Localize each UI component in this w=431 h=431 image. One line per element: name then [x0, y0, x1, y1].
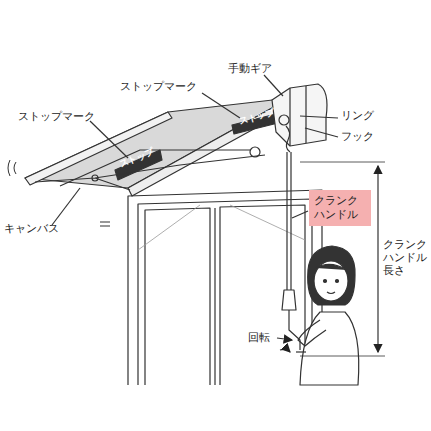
part-label: ストップマーク [18, 110, 95, 123]
rotation-label: 回転 [248, 331, 270, 344]
dimension-label: クランクハンドル長さ [383, 238, 429, 278]
part-label: 手動ギア [228, 62, 272, 75]
part-label: ストップマーク [120, 80, 197, 93]
callout-text: クランクハンドル [314, 194, 366, 222]
part-label: フック [341, 130, 374, 143]
part-label: リング [341, 109, 374, 122]
callout-box: クランクハンドル [309, 190, 371, 226]
part-label: キャンバス [4, 222, 59, 235]
